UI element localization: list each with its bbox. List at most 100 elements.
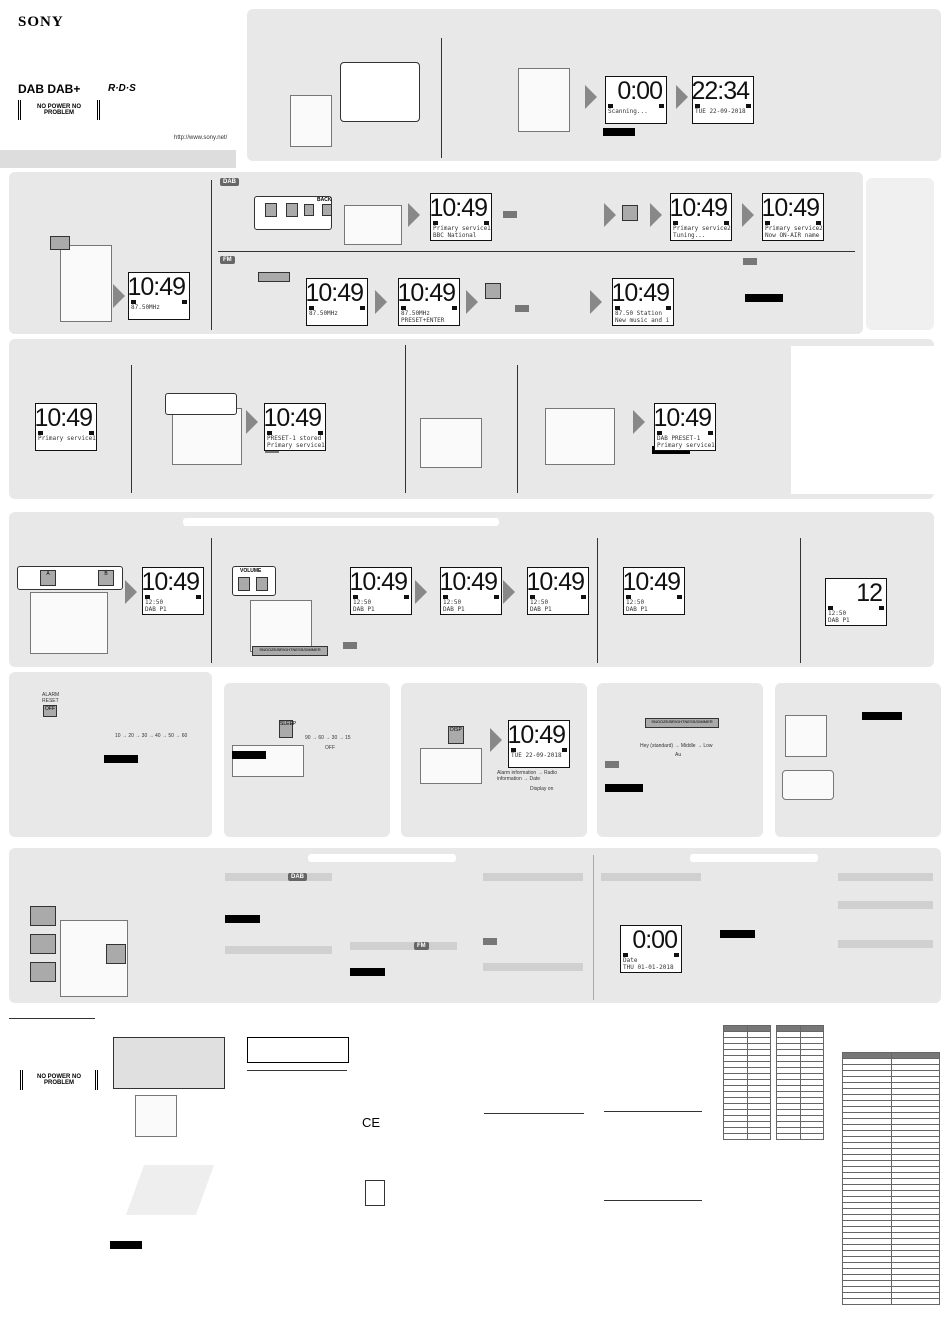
lcd-indicator (659, 104, 664, 108)
lcd-line1: TUE 22-09-2018 (695, 108, 746, 115)
notice-box (247, 1037, 349, 1063)
off-button[interactable] (30, 962, 56, 982)
brightness-button[interactable]: SNOOZE/BRIGHTNESS/DIMMER (645, 718, 719, 728)
volume-minus-button[interactable] (238, 577, 250, 591)
lcd-indicator (677, 595, 682, 599)
radio-illustration (545, 408, 615, 465)
lcd-indicator (196, 595, 201, 599)
lcd-line1: Primary service2 (673, 225, 731, 232)
lcd-time: 10:49 (611, 279, 670, 307)
lcd-line1: 87.50MHz (401, 310, 430, 317)
lcd-time: 10:49 (127, 273, 186, 301)
lcd-indicator (816, 221, 821, 225)
lcd-line2: DAB P1 (828, 617, 850, 624)
lcd-indicator (581, 595, 586, 599)
lcd-time: 10:49 (761, 194, 820, 222)
lcd-indicator (657, 431, 662, 435)
lcd-indicator (530, 595, 535, 599)
url-text: http://www.sony.net/ (174, 135, 228, 141)
radio-illustration (135, 1095, 177, 1137)
phone-illustration (782, 770, 834, 800)
tuning-plus-button[interactable] (286, 203, 298, 217)
lcd-time: 10:49 (397, 279, 456, 307)
lcd-time: 10:49 (141, 568, 200, 596)
lcd-indicator (182, 300, 187, 304)
radio-illustration (344, 205, 402, 245)
back-button[interactable] (106, 944, 126, 964)
lcd-line1: 12:50 (353, 599, 372, 606)
lcd-indicator (674, 953, 679, 957)
lcd-line2: Tuning... (673, 232, 706, 239)
sleep-sequence: 90 → 60 → 30 → 15 (305, 735, 351, 741)
lcd-line2: THU 01-01-2018 (623, 964, 674, 971)
dab-logo: DAB DAB+ (18, 82, 81, 96)
preset-buttons-callout (165, 393, 237, 415)
ce-mark: CE (362, 1115, 381, 1130)
lcd-line2: PRESET+ENTER (401, 317, 445, 324)
radio-illustration (30, 592, 108, 654)
title-band (0, 150, 236, 168)
tuning-minus-button[interactable] (265, 203, 277, 217)
lcd-line1: 12:50 (443, 599, 462, 606)
lcd-line2: DAB P1 (353, 606, 375, 613)
enter-button[interactable] (30, 934, 56, 954)
table-cell (890, 1298, 940, 1305)
fm-tag: FM (414, 942, 429, 950)
settings-panel (9, 848, 941, 1003)
enter-button[interactable] (622, 205, 638, 221)
brightness-sequence: Hey (standard) → Middle → Low (640, 743, 713, 749)
lcd-indicator (708, 431, 713, 435)
table-cell (746, 1133, 771, 1140)
sleep-button[interactable]: SLEEP (279, 720, 296, 738)
lcd-line2: New music and i (615, 317, 670, 324)
volume-plus-button[interactable] (256, 577, 268, 591)
radio-illustration (420, 418, 482, 468)
lcd-time: 0:00 (617, 77, 663, 105)
lcd-time: 10:49 (349, 568, 408, 596)
lcd-indicator (353, 595, 358, 599)
alarm-off-button[interactable]: OFF (43, 705, 57, 717)
radio-illustration (290, 95, 332, 147)
sleep-off-label: OFF (325, 745, 335, 751)
alarm-title-bar (183, 518, 499, 526)
fm-tuning-button[interactable] (258, 272, 290, 282)
display-loop-label: Display on (530, 786, 554, 792)
lcd-indicator (695, 104, 700, 108)
display-sequence: Alarm information → Radio information → … (497, 770, 558, 782)
lcd-indicator (746, 104, 751, 108)
snooze-button[interactable]: SNOOZE/BRIGHTNESS/DIMMER (252, 646, 328, 656)
info-button[interactable] (304, 204, 314, 216)
frequency-table-2 (776, 1025, 824, 1140)
lcd-time: 22:34 (691, 77, 750, 105)
menu-button[interactable] (30, 906, 56, 926)
alarm-b-button[interactable]: B (98, 570, 114, 586)
lcd-line2: DAB P1 (443, 606, 465, 613)
radio-illustration (172, 408, 242, 465)
lcd-time: 10:49 (669, 194, 728, 222)
disp-button[interactable]: DISP (448, 726, 464, 744)
enter-button[interactable] (485, 283, 501, 299)
lcd-time: 10:49 (439, 568, 498, 596)
lcd-indicator (38, 431, 43, 435)
weee-bin-icon (365, 1180, 385, 1206)
back-button[interactable] (322, 204, 332, 216)
radio-button[interactable] (50, 236, 70, 250)
tip-panel (866, 178, 934, 330)
alarm-a-button[interactable]: A (40, 570, 56, 586)
lcd-line2: BBC National (433, 232, 477, 239)
lcd-indicator (309, 306, 314, 310)
sony-logo: SONY (18, 14, 64, 30)
lcd-line1: Scanning... (608, 108, 648, 115)
rds-logo: R·D·S (108, 83, 136, 94)
antenna-tips (791, 346, 934, 494)
